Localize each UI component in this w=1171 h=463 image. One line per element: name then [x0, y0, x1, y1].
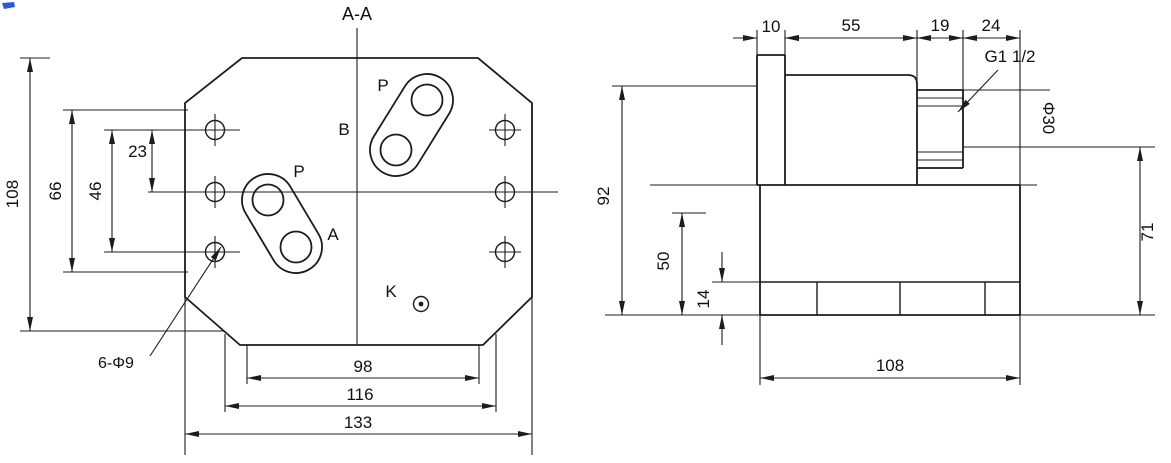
dim-50-label: 50	[654, 252, 673, 271]
right-view: 10 55 19 24 G1 1/2 Φ30 92 50 14 71	[594, 16, 1157, 385]
label-k: K	[385, 282, 397, 301]
label-a: A	[327, 225, 339, 244]
bolt-holes	[204, 114, 516, 268]
dim-108-label: 108	[3, 180, 22, 208]
corner-watermark	[2, 2, 15, 9]
left-view: A-A	[3, 4, 558, 455]
dim-10-label: 10	[762, 17, 781, 36]
holes-callout: 6-Φ9	[98, 246, 222, 372]
dim-108-right-label: 108	[876, 356, 904, 375]
bore-dia-label: Φ30	[1039, 102, 1058, 134]
k-orifice	[412, 295, 430, 313]
port-label-lower: P	[293, 162, 304, 181]
left-extension-lines	[20, 57, 533, 455]
label-b: B	[338, 120, 349, 139]
right-top-extensions	[756, 30, 1021, 385]
dim-98-label: 98	[354, 357, 373, 376]
port-slot-upper	[369, 73, 454, 177]
part-outline	[184, 57, 533, 346]
port-slot-lower	[241, 173, 323, 274]
dim-55-label: 55	[842, 16, 861, 35]
dim-71-label: 71	[1138, 223, 1157, 242]
dim-19-label: 19	[931, 16, 950, 35]
dim-92-label: 92	[594, 187, 613, 206]
dim-24-label: 24	[982, 16, 1001, 35]
dim-14-label: 14	[694, 290, 713, 309]
port-label-upper: P	[377, 76, 388, 95]
right-bottom-dimension: 108	[760, 356, 1020, 381]
thread-label: G1 1/2	[984, 47, 1035, 66]
holes-note-label: 6-Φ9	[98, 355, 134, 372]
dim-46-label: 46	[86, 182, 105, 201]
dim-23-label: 23	[128, 142, 147, 161]
right-vertical-dimensions: 92 50 14 71	[594, 86, 1157, 345]
right-top-dimensions: 10 55 19 24	[733, 16, 1020, 41]
section-title: A-A	[342, 4, 372, 24]
right-reference-lines	[605, 85, 1155, 316]
dim-133-label: 133	[344, 413, 372, 432]
dim-116-label: 116	[346, 385, 373, 404]
left-horizontal-dimensions: 98 116 133	[185, 357, 532, 437]
thread-callout: G1 1/2	[957, 47, 1036, 113]
left-vertical-dimensions: 108 66 46 23	[3, 58, 155, 331]
dim-66-label: 66	[46, 182, 65, 201]
